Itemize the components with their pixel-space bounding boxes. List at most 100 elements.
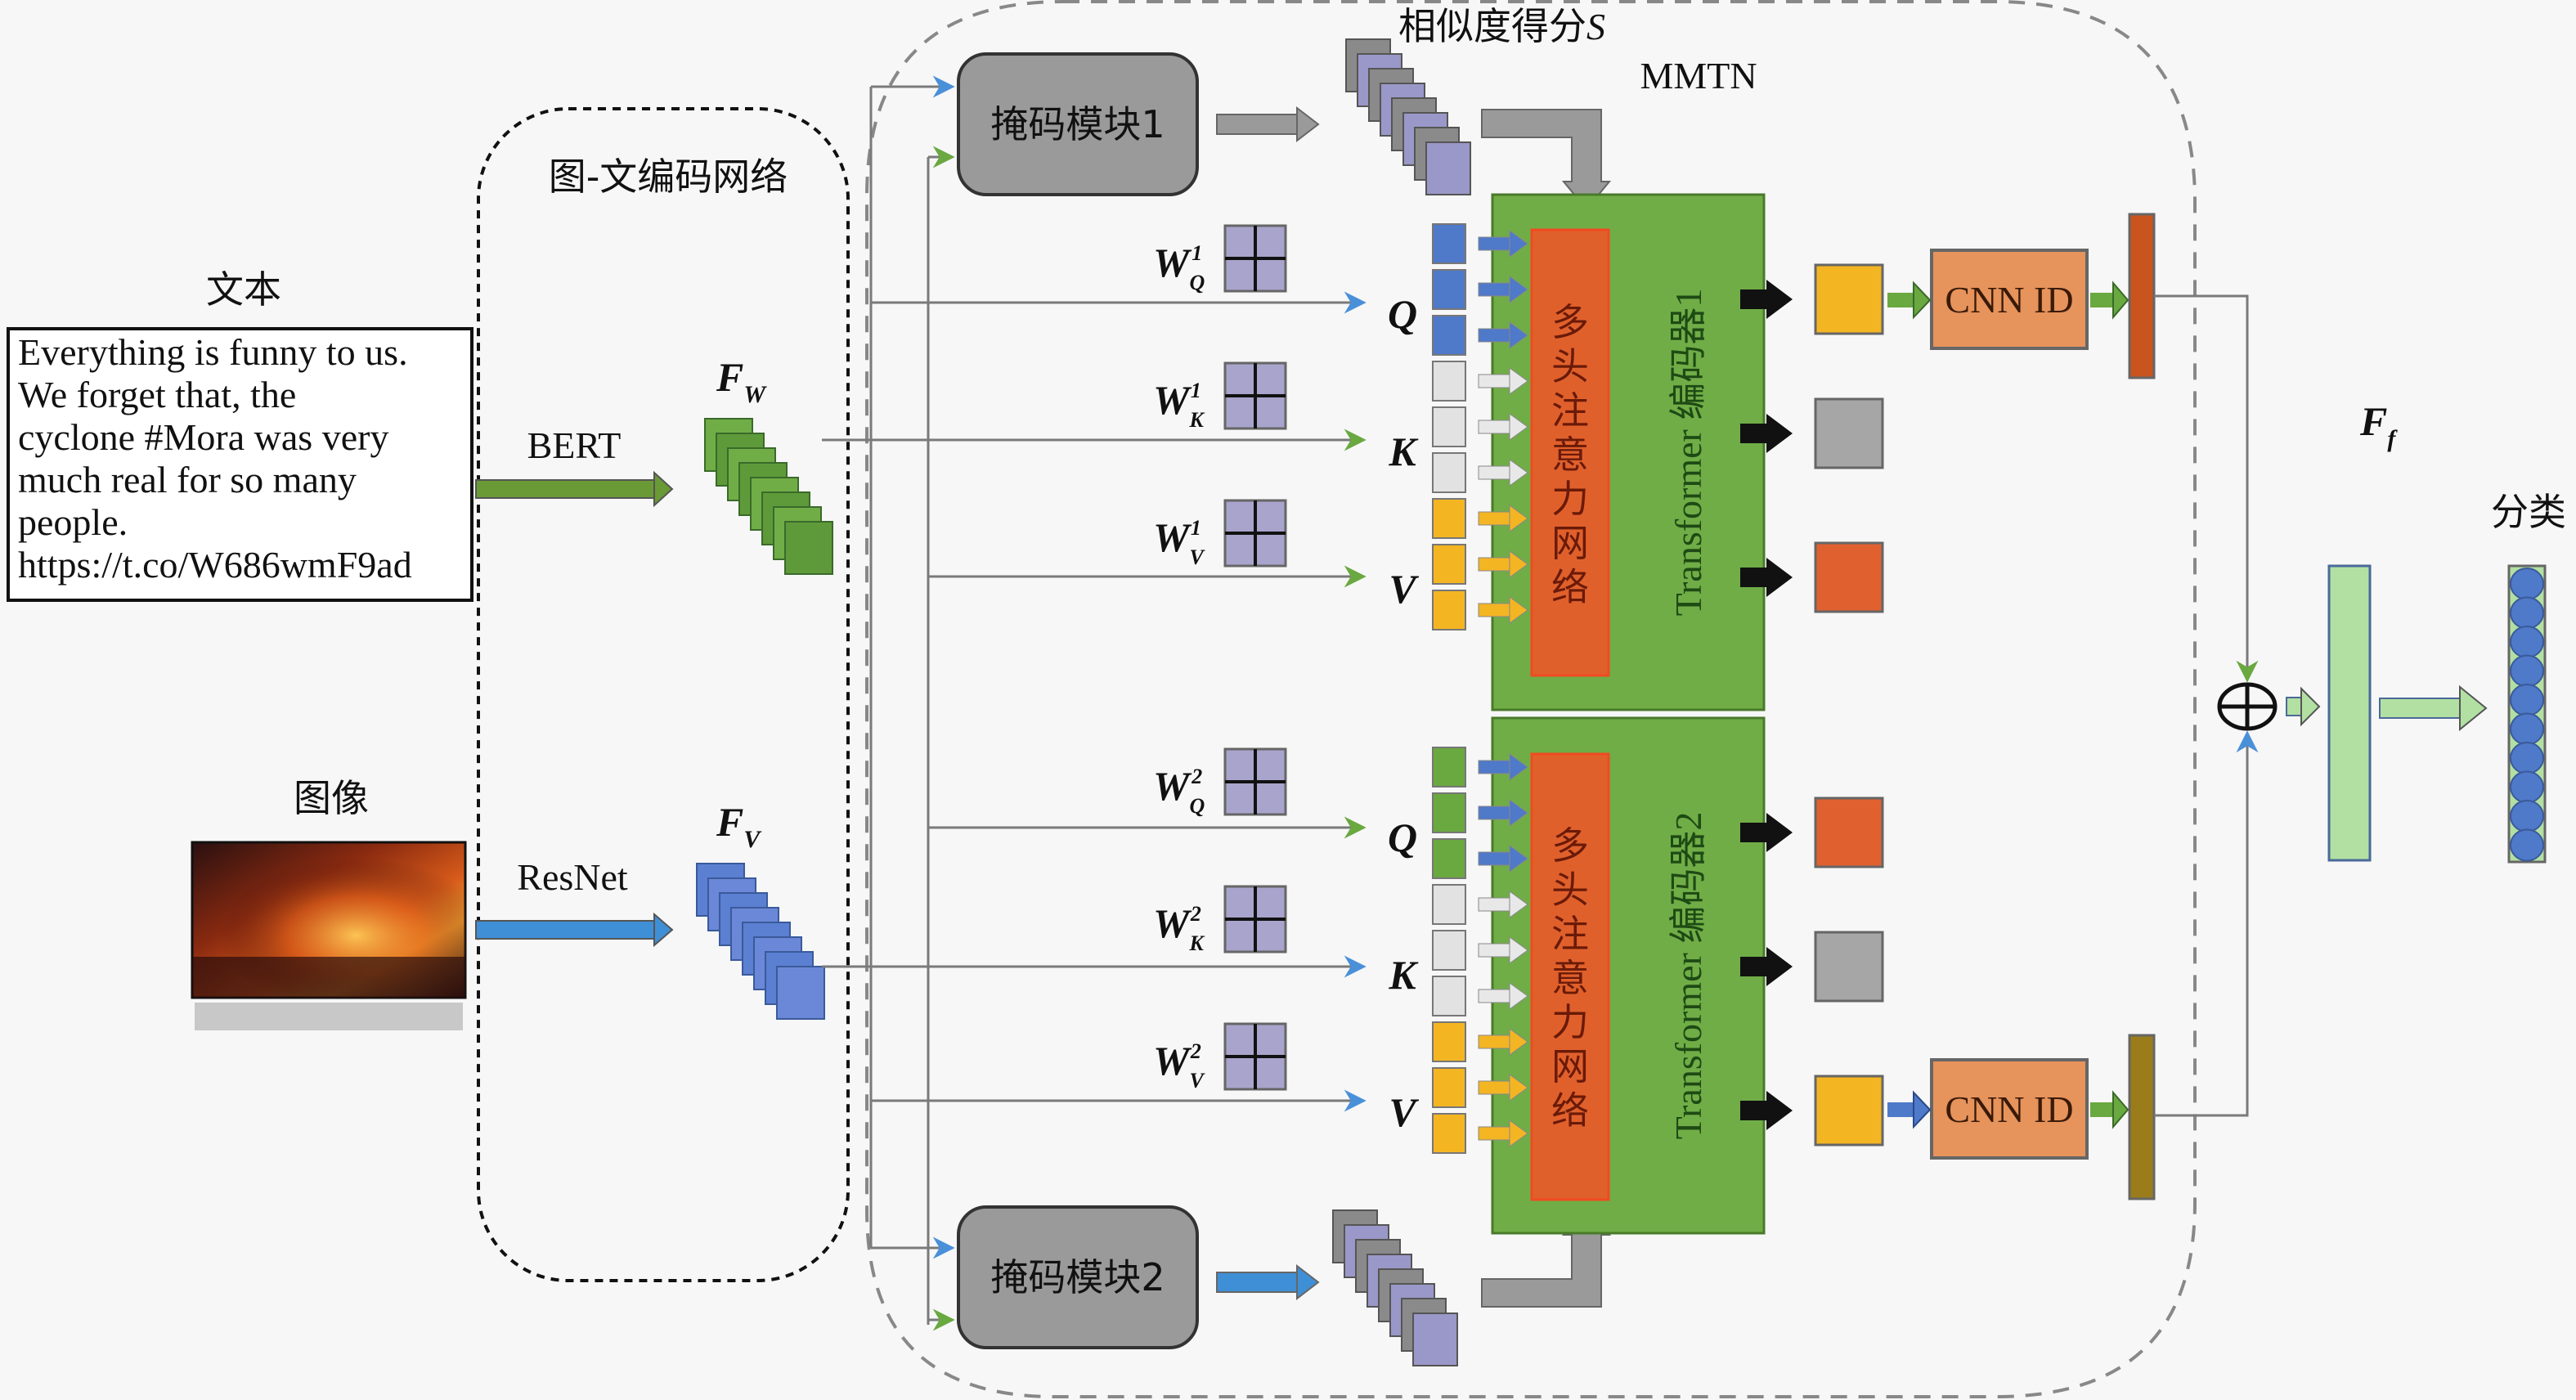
- fusion-lines: [2154, 294, 2259, 1117]
- token-k: [1432, 884, 1466, 925]
- mask-module-2-label: 掩码模块2: [990, 1255, 1165, 1299]
- token-q: [1432, 223, 1466, 264]
- token-k: [1432, 976, 1466, 1016]
- token-arrow: [1478, 276, 1528, 303]
- classification-label: 分类: [2491, 490, 2566, 534]
- token-k: [1432, 930, 1466, 971]
- mmtn-label: MMTN: [1640, 55, 1757, 96]
- mask-module-1-label: 掩码模块1: [990, 102, 1165, 146]
- bert-label: BERT: [527, 424, 622, 466]
- class-node: [2510, 742, 2544, 774]
- class-node: [2510, 654, 2544, 688]
- qkv-label-k: K: [1388, 952, 1419, 998]
- text-input-title: 文本: [206, 267, 281, 312]
- to-cnn-id-1-arrow: [1887, 280, 1932, 320]
- weight-matrix-icon: [1223, 361, 1287, 430]
- token-arrow: [1478, 596, 1528, 624]
- token-v: [1432, 1021, 1466, 1062]
- encoder-network-title: 图-文编码网络: [549, 155, 788, 199]
- output-arrow: [1740, 558, 1793, 597]
- transformer-encoder-1-label: Transformer 编码器1: [1667, 289, 1709, 617]
- token-v: [1432, 498, 1466, 539]
- weight-matrix-icon: [1223, 224, 1287, 293]
- fusion-to-ff-arrow: [2286, 686, 2321, 727]
- mask-module-1[interactable]: 掩码模块1: [957, 52, 1199, 196]
- class-node: [2510, 800, 2544, 832]
- token-arrow: [1478, 1028, 1528, 1056]
- from-cnn-id-2-arrow: [2090, 1090, 2129, 1129]
- class-node: [2510, 626, 2544, 658]
- multi-head-attention-2[interactable]: [1530, 752, 1610, 1201]
- output-arrow: [1740, 947, 1793, 986]
- token-q: [1432, 315, 1466, 356]
- token-q: [1432, 269, 1466, 310]
- token-arrow: [1478, 1120, 1528, 1147]
- token-arrow: [1478, 230, 1528, 258]
- encoder-output-token: [1814, 796, 1884, 868]
- transformer-encoder-2[interactable]: 多头注意力网络 Transformer 编码器2: [1491, 716, 1766, 1235]
- feature-map-slice: [776, 966, 825, 1020]
- weight-matrix-label: WQ1: [1153, 240, 1205, 294]
- similarity-score-label: 相似度得分S: [1398, 4, 1605, 48]
- weight-matrix-icon: [1223, 499, 1287, 568]
- transformer-encoder-1[interactable]: 多头注意力网络 Transformer 编码器1: [1491, 193, 1766, 711]
- tweet-text-line: people.: [18, 501, 128, 543]
- encoder-output-token: [1814, 263, 1884, 335]
- mask1-output-arrow: [1216, 105, 1320, 143]
- fused-feature-bar: [2327, 564, 2372, 862]
- tweet-text-line: much real for so many: [18, 459, 357, 500]
- qkv-label-k: K: [1388, 429, 1419, 474]
- token-k: [1432, 452, 1466, 493]
- similarity-stack-1: [1345, 38, 1471, 195]
- image-feature-stack: [696, 863, 825, 1020]
- output-arrow: [1740, 414, 1793, 453]
- weight-matrix-label: WV2: [1153, 1038, 1205, 1093]
- feature-map-slice: [1425, 141, 1471, 195]
- multi-head-attention-2-label: 多头注意力网络: [1551, 823, 1589, 1133]
- routing-lines: [822, 75, 1367, 1331]
- output-arrow: [1740, 1091, 1793, 1130]
- encoder-output-token: [1814, 397, 1884, 469]
- fv-label: FV: [716, 799, 762, 853]
- ff-to-classifier-arrow: [2379, 684, 2488, 732]
- tweet-text-line: cyclone #Mora was very: [18, 416, 388, 458]
- output-arrow: [1740, 813, 1793, 852]
- to-cnn-id-2-arrow: [1887, 1090, 1932, 1129]
- bert-arrow: [475, 470, 674, 508]
- class-node: [2510, 770, 2544, 804]
- resnet-label: ResNet: [517, 856, 628, 898]
- token-q: [1432, 792, 1466, 833]
- mask-module-2[interactable]: 掩码模块2: [957, 1205, 1199, 1349]
- fw-label: FW: [716, 354, 767, 408]
- multi-head-attention-1[interactable]: [1530, 228, 1610, 677]
- cnn-id-block-2[interactable]: CNN ID: [1930, 1058, 2089, 1160]
- feature-map-slice: [1412, 1312, 1458, 1366]
- weight-matrix-icon: [1223, 747, 1287, 816]
- token-v: [1432, 590, 1466, 630]
- qkv-label-v: V: [1389, 566, 1419, 612]
- token-arrow: [1478, 505, 1528, 532]
- encoder-network-boundary: [477, 107, 850, 1282]
- resnet-arrow: [475, 912, 674, 948]
- weight-matrix-label: WQ2: [1153, 763, 1205, 818]
- tweet-text-line: Everything is funny to us.: [18, 331, 408, 373]
- class-node: [2510, 684, 2544, 716]
- tweet-text-line: We forget that, the: [18, 374, 296, 415]
- weight-matrix-label: WK2: [1153, 900, 1205, 955]
- token-v: [1432, 1067, 1466, 1108]
- similarity-stack-2: [1332, 1209, 1458, 1366]
- token-q: [1432, 747, 1466, 788]
- output-arrow: [1740, 280, 1793, 319]
- class-node: [2510, 596, 2544, 630]
- multi-head-attention-1-label: 多头注意力网络: [1551, 300, 1589, 609]
- weight-matrix-icon: [1223, 885, 1287, 954]
- token-arrow: [1478, 413, 1528, 441]
- text-input-box: Everything is funny to us.We forget that…: [7, 327, 473, 602]
- cnn-id-block-1[interactable]: CNN ID: [1930, 249, 2089, 350]
- token-arrow: [1478, 753, 1528, 781]
- token-q: [1432, 838, 1466, 879]
- token-arrow: [1478, 982, 1528, 1010]
- qkv-label-q: Q: [1388, 291, 1417, 337]
- token-k: [1432, 406, 1466, 447]
